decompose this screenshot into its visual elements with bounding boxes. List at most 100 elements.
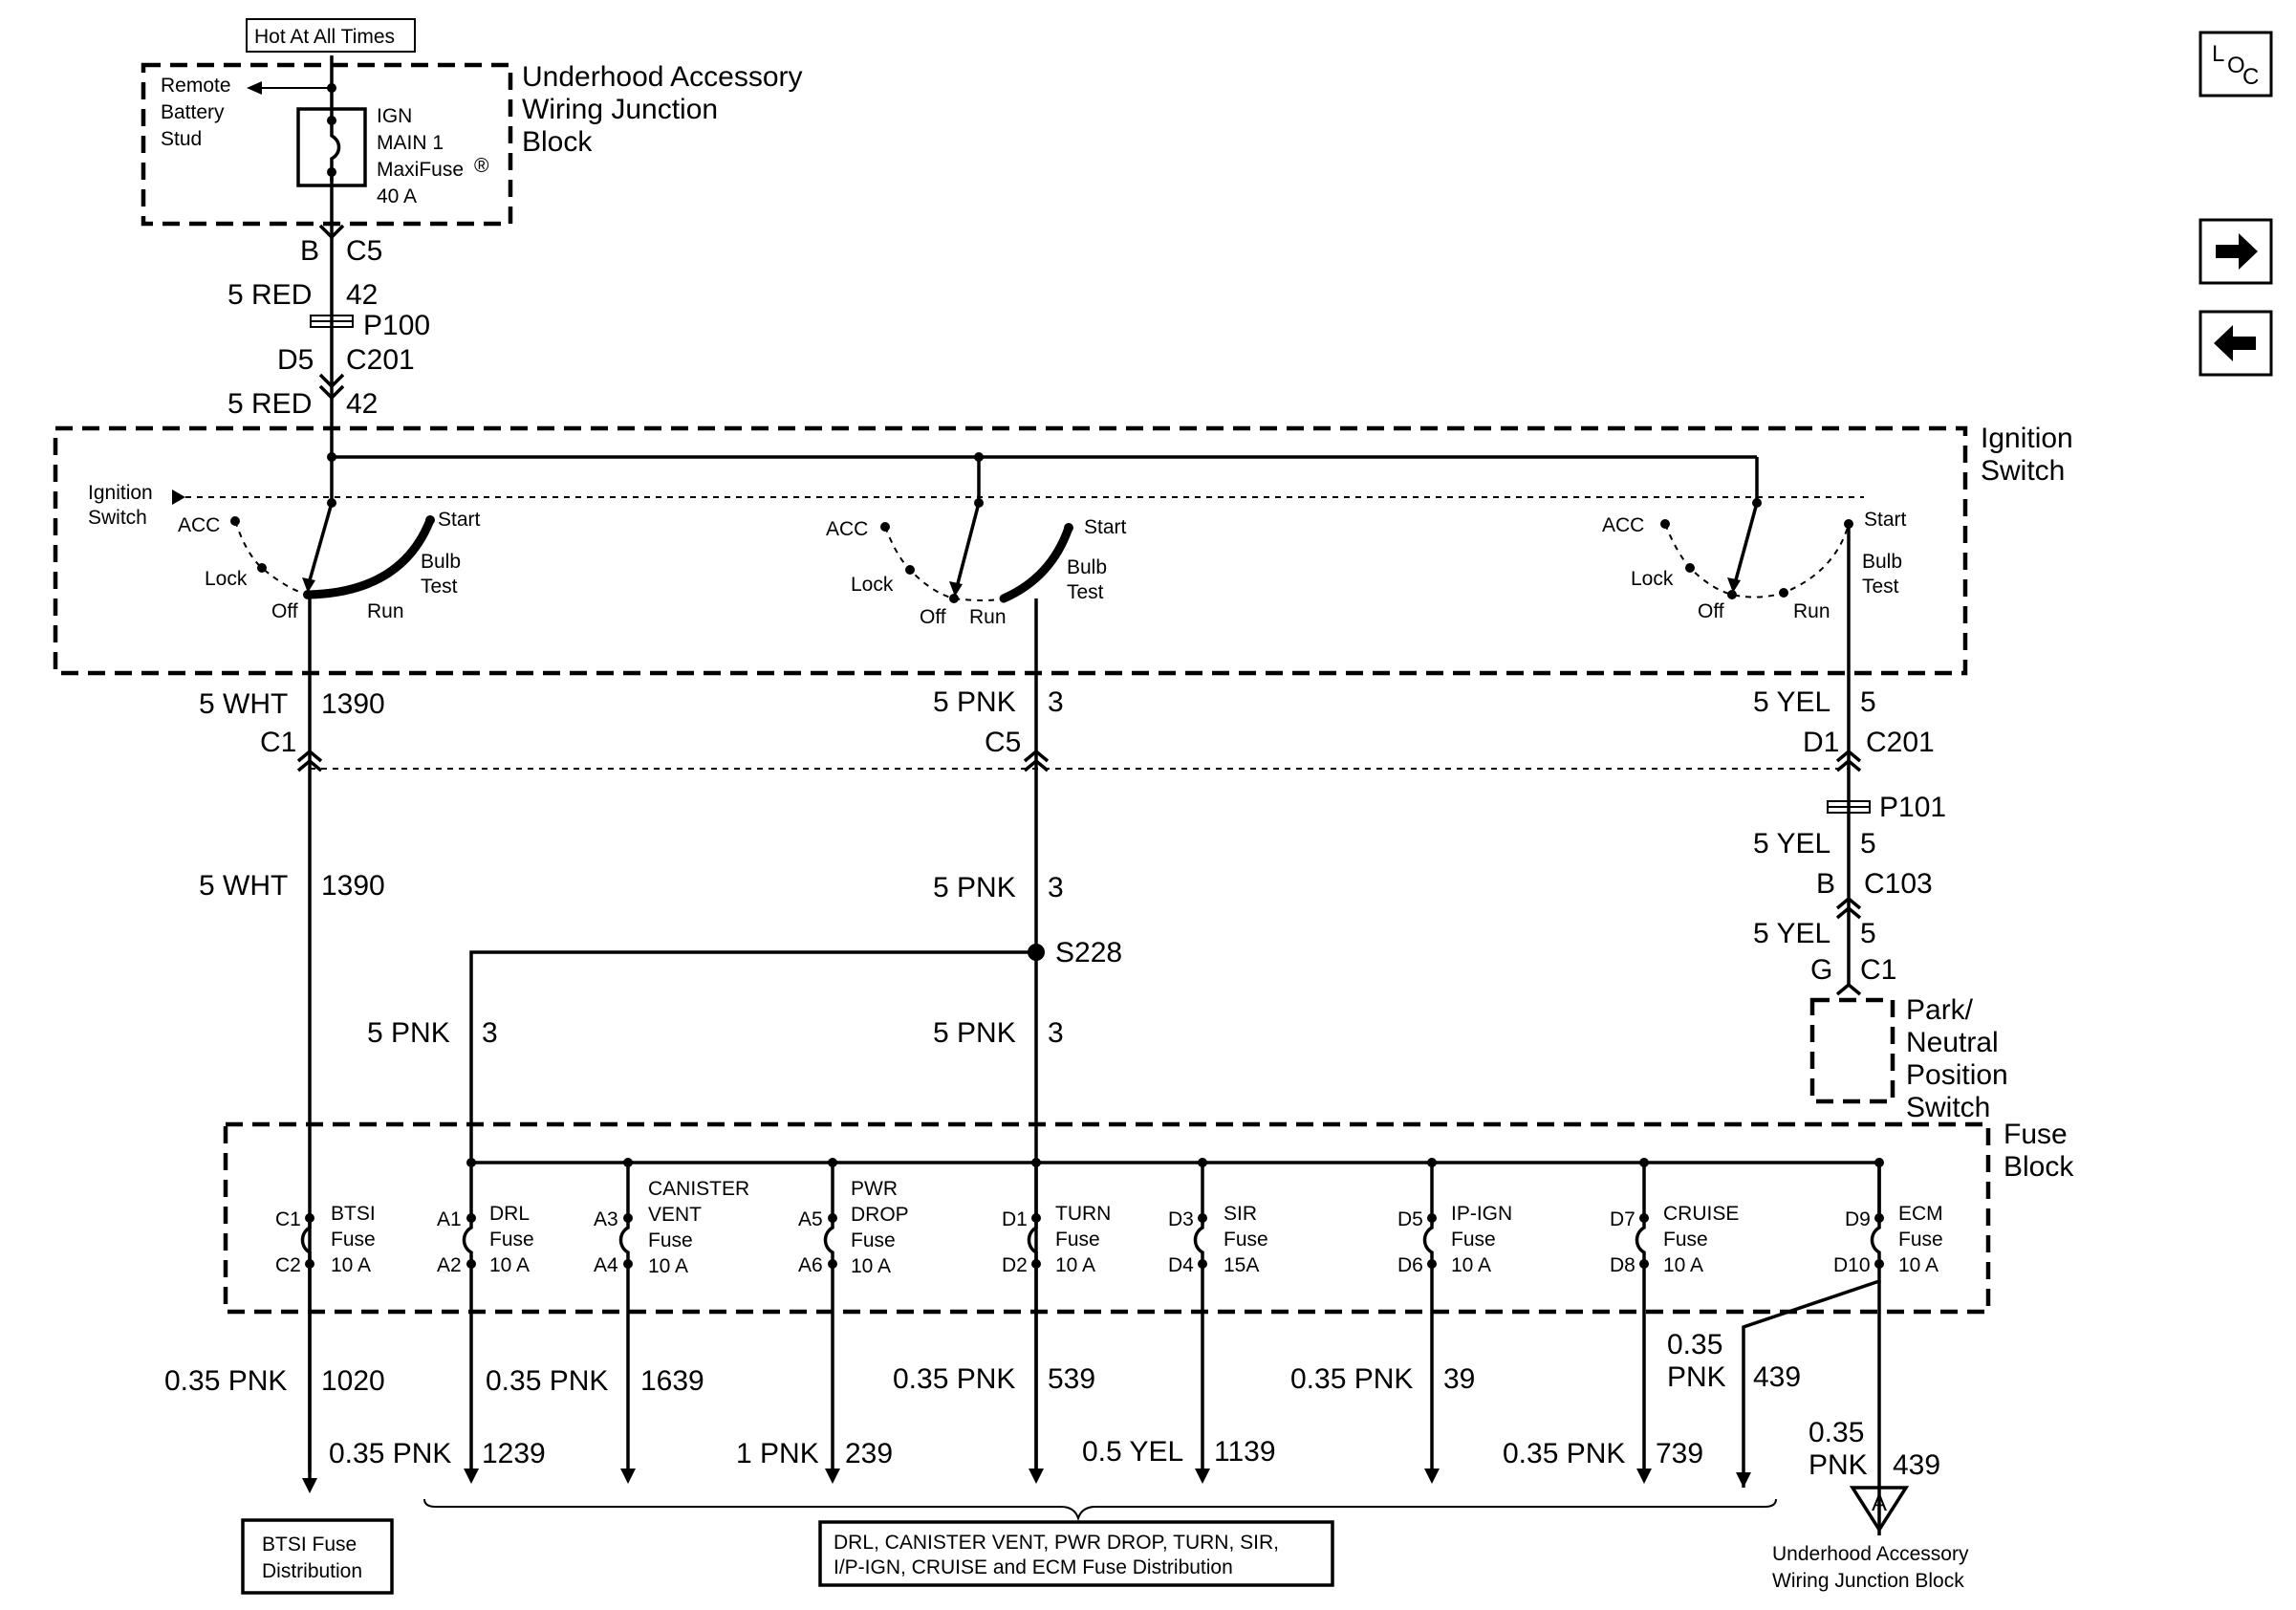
splice-p100-label: P100 [363, 310, 430, 341]
switch3-acc-contact [1660, 519, 1670, 529]
switch3-acc-label: ACC [1602, 514, 1644, 536]
loc-button[interactable]: L O C [2199, 31, 2273, 98]
fuse-name-line: TURN [1055, 1203, 1111, 1225]
output-color-label: 1 PNK [736, 1438, 819, 1469]
fuse-element-icon [618, 1218, 630, 1262]
fuse-element-icon [823, 1218, 834, 1262]
mid-wire-top-color: 5 PNK [933, 686, 1016, 718]
switch1-acc-label: ACC [178, 514, 220, 536]
switch3-run-label: Run [1793, 600, 1830, 622]
connector-a-triangle-icon [1849, 1486, 1910, 1534]
switch1-dotted-arc [234, 520, 309, 596]
splice-p101-label: P101 [1879, 792, 1946, 823]
loc-button-frame[interactable] [2199, 31, 2273, 98]
prev-page-button[interactable] [2199, 310, 2273, 377]
switch3-off-label: Off [1698, 600, 1724, 622]
fuse-name-line: CRUISE [1663, 1203, 1739, 1225]
fuse-pin-in-label: D7 [1610, 1208, 1635, 1230]
arrow-left-icon [2214, 325, 2256, 361]
output-circuit-label: 1139 [1214, 1436, 1276, 1468]
output-arrow-icon [1195, 1469, 1210, 1484]
fuse-element-icon [462, 1218, 473, 1262]
feed-conn-b: B [300, 235, 319, 267]
fuse-name-line: DRL [489, 1203, 530, 1225]
switch2-bulb-label: Bulb [1067, 556, 1107, 578]
fuse-element-icon [1193, 1218, 1204, 1262]
right-conn-d1: D1 [1803, 727, 1839, 758]
fuse-pin-out-label: A2 [437, 1254, 462, 1276]
output-color-label: 0.5 YEL [1082, 1436, 1183, 1468]
switch2-start-contact [1064, 523, 1073, 533]
pnp-label-1: Park/ [1906, 994, 1974, 1026]
underhood-dest-2: Wiring Junction Block [1772, 1570, 1964, 1592]
next-page-button[interactable] [2199, 218, 2273, 285]
fuse-pin-out-label: A6 [798, 1254, 823, 1276]
fuse-element-icon [1027, 1218, 1038, 1262]
output-arrow-icon [1424, 1469, 1440, 1484]
fuse-name-line: 10 A [1898, 1254, 1939, 1276]
switch1-lock-contact [257, 563, 267, 573]
fuse-name-line: ECM [1898, 1203, 1943, 1225]
switch1-lock-label: Lock [205, 568, 248, 590]
ecm-out2-color-2: PNK [1809, 1449, 1868, 1481]
mid-conn-label: C5 [985, 727, 1021, 758]
fuse-pin-in-label: D5 [1397, 1208, 1423, 1230]
maxifuse-label-1: IGN [377, 105, 412, 127]
fuse-name-line: 10 A [1451, 1254, 1491, 1276]
right-conn-bottom-icon [1835, 758, 1862, 772]
right-conn-c103: C103 [1864, 868, 1933, 900]
switch2-start-label: Start [1084, 516, 1127, 538]
right-wire1-circuit: 5 [1860, 686, 1876, 718]
ignition-switch-outline [53, 425, 1968, 676]
output-arrow-icon [825, 1469, 840, 1484]
loc-icon-l: L [2212, 41, 2224, 67]
fuse-pin-out [1874, 1259, 1884, 1269]
registered-mark: ® [474, 155, 489, 177]
left-wire-top-color: 5 WHT [199, 688, 288, 720]
output-color-label: 0.35 PNK [329, 1438, 451, 1469]
fuse-name-line: DROP [851, 1204, 909, 1226]
output-arrow-icon [302, 1478, 317, 1493]
output-arrow-icon [1029, 1469, 1044, 1484]
right-conn-b: B [1816, 868, 1835, 900]
switch2-lock-label: Lock [851, 574, 894, 596]
switch3-test-label: Test [1862, 576, 1899, 598]
fuse-pin-in-label: A5 [798, 1208, 823, 1230]
mid-conn-top-icon [1023, 749, 1050, 763]
right-conn-g: G [1810, 954, 1832, 986]
switch3-run-contact [1779, 588, 1788, 598]
btsi-dest-line2: Distribution [262, 1560, 362, 1582]
connector-c201-bottom-icon [318, 384, 345, 401]
fuse-name-line: 10 A [1663, 1254, 1703, 1276]
pnp-label-4: Switch [1906, 1092, 1990, 1123]
output-circuit-label: 239 [845, 1438, 893, 1469]
left-wire-top-circuit: 1390 [321, 688, 385, 720]
output-color-label: 0.35 PNK [164, 1365, 287, 1397]
right-conn-top-icon [1835, 749, 1862, 763]
switch1-off-label: Off [271, 600, 298, 622]
pnp-conn-icon [1835, 982, 1862, 996]
fuse-pin-out-label: D4 [1168, 1254, 1194, 1276]
fuse-pin-out [466, 1259, 476, 1269]
output-arrow-icon [620, 1469, 636, 1484]
c103-bottom-icon [1835, 905, 1862, 920]
remote-stud-line2: Battery [161, 101, 225, 123]
group-dest-line2: I/P-IGN, CRUISE and ECM Fuse Distributio… [834, 1556, 1233, 1578]
fuse-pin-out [1639, 1259, 1649, 1269]
switch2-off-contact [949, 594, 959, 603]
hot-label-box [246, 18, 416, 53]
ecm-out2-color-1: 0.35 [1809, 1417, 1864, 1448]
fuse-name-line: Fuse [1224, 1229, 1268, 1251]
left-conn-bottom-icon [296, 758, 323, 772]
fuse-pin-out-label: D10 [1833, 1254, 1871, 1276]
switch3-blade [1732, 502, 1759, 588]
feed-conn-c5: C5 [346, 235, 382, 267]
maxifuse-label-3: MaxiFuse [377, 159, 464, 181]
fuse-pin-in-label: C1 [275, 1208, 301, 1230]
